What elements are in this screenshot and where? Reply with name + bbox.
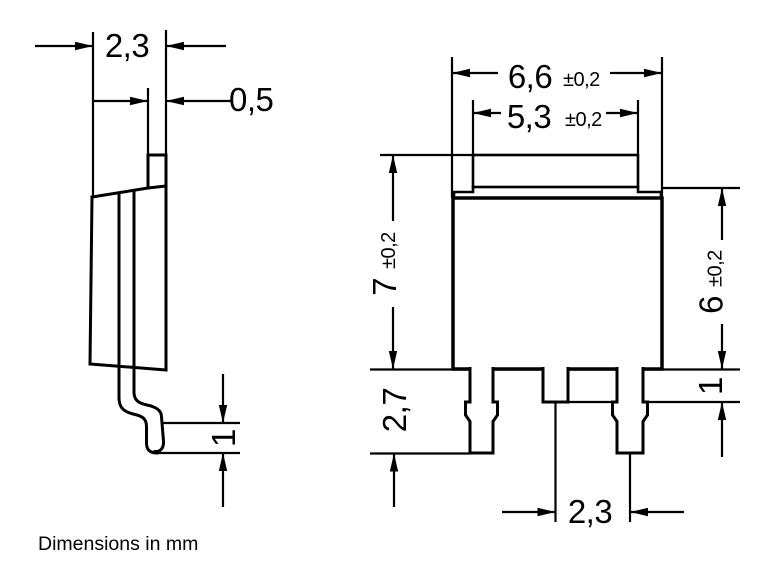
dim-side-tab-thickness: 0,5 <box>93 81 274 118</box>
dim-tol-tab-width: ±0,2 <box>565 109 602 131</box>
side-lead-outline <box>117 191 166 455</box>
arrowhead <box>452 68 470 78</box>
side-package-outline <box>88 153 168 372</box>
arrowhead <box>620 108 638 118</box>
arrowhead <box>644 68 662 78</box>
arrowhead <box>537 507 556 517</box>
front-view: 6,6 ±0,2 5,3 ±0,2 7±0,2 2,7 <box>366 57 740 530</box>
arrowhead <box>388 155 398 173</box>
arrowhead <box>717 351 727 369</box>
dim-text-side-foot-height: 1 <box>205 429 242 447</box>
dim-tab-width: 5,3 ±0,2 <box>473 98 638 135</box>
dim-text-side-tab-thickness: 0,5 <box>229 81 273 118</box>
extension-lines <box>91 30 168 197</box>
dim-side-foot-height: 1 <box>157 374 242 507</box>
arrowhead <box>218 453 228 471</box>
dim-text-overall-height: 7±0,2 <box>366 232 403 296</box>
dim-lead-length: 2,7 <box>376 388 413 507</box>
dim-tol-body-width: ±0,2 <box>563 69 600 91</box>
mounting-tab <box>471 153 640 189</box>
dim-text-side-body-thickness: 2,3 <box>105 27 149 64</box>
dim-text-center-lead-length: 1 <box>692 377 729 395</box>
tab-step-left <box>452 185 475 200</box>
arrowhead <box>717 188 727 206</box>
dim-center-lead-length: 1 <box>692 377 729 457</box>
left-lead <box>464 367 499 455</box>
dim-side-body-thickness: 2,3 <box>35 27 226 64</box>
arrowhead <box>218 405 228 423</box>
dim-text-body-height: 6±0,2 <box>693 250 730 314</box>
dimensions-note: Dimensions in mm <box>38 533 198 555</box>
dim-text-lead-length: 2,7 <box>376 388 413 432</box>
arrowhead <box>388 351 398 369</box>
arrowhead <box>630 507 648 517</box>
arrowhead <box>473 108 491 118</box>
tab-step-right <box>636 185 663 200</box>
dim-text-body-width: 6,6 <box>508 58 552 95</box>
dim-body-width: 6,6 ±0,2 <box>452 58 662 95</box>
arrowhead <box>389 453 399 472</box>
arrowhead <box>75 41 93 51</box>
arrowhead <box>166 41 184 51</box>
right-lead <box>611 367 649 455</box>
center-lead-stub <box>541 367 570 404</box>
package-body <box>451 196 664 371</box>
dim-text-tab-width: 5,3 <box>507 98 551 135</box>
arrowhead <box>166 96 184 106</box>
dim-text-lead-pitch: 2,3 <box>568 493 612 530</box>
side-view: 2,3 0,5 1 <box>35 27 274 507</box>
dim-overall-height: 7±0,2 <box>366 155 403 369</box>
dim-lead-pitch: 2,3 <box>502 493 684 530</box>
arrowhead <box>130 96 148 106</box>
dim-body-height: 6±0,2 <box>693 188 730 369</box>
arrowhead <box>717 402 727 420</box>
